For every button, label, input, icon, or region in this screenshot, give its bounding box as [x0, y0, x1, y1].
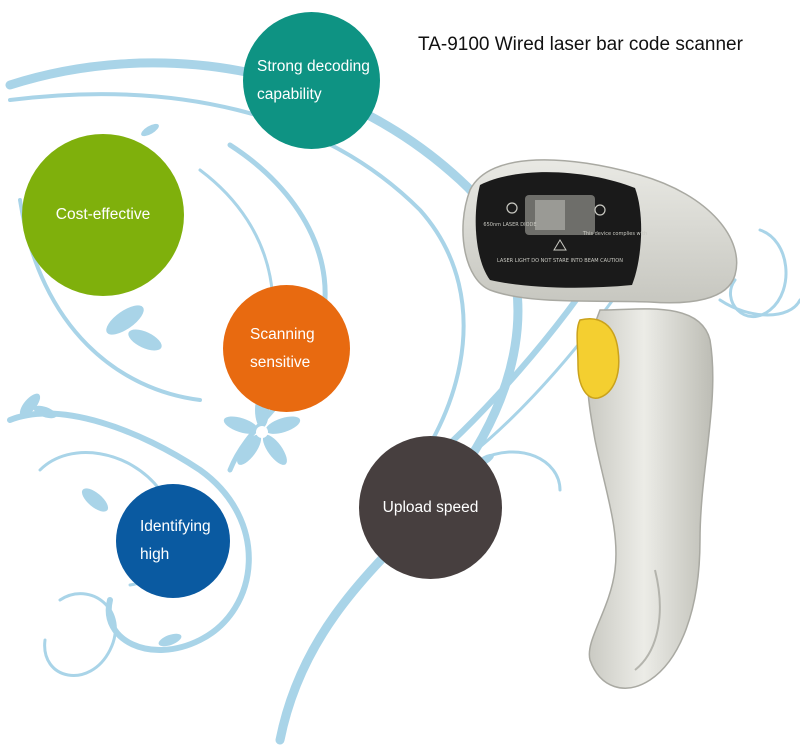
- product-title: TA-9100 Wired laser bar code scanner: [418, 34, 743, 55]
- feature-label: Upload speed: [382, 498, 479, 516]
- feature-label: Identifying high: [140, 518, 211, 563]
- window-right-label: This device complies with: [582, 231, 647, 237]
- feature-label: Scanning sensitive: [250, 325, 315, 371]
- window-warning-label: LASER LIGHT DO NOT STARE INTO BEAM CAUTI…: [497, 258, 623, 264]
- barcode-scanner-image: 650nm LASER DIODE LASER LIGHT DO NOT STA…: [462, 159, 738, 689]
- feature-label: Strong decoding capability: [257, 57, 370, 103]
- feature-bubble-decoding: Strong decoding capability: [243, 12, 380, 149]
- window-left-label: 650nm LASER DIODE: [483, 222, 536, 228]
- feature-bubble-upload: Upload speed: [359, 436, 502, 579]
- feature-bubble-cost: Cost-effective: [22, 134, 184, 296]
- feature-bubble-identifying: Identifying high: [116, 484, 230, 598]
- feature-bubble-scanning: Scanning sensitive: [223, 285, 350, 412]
- feature-label: Cost-effective: [55, 206, 151, 223]
